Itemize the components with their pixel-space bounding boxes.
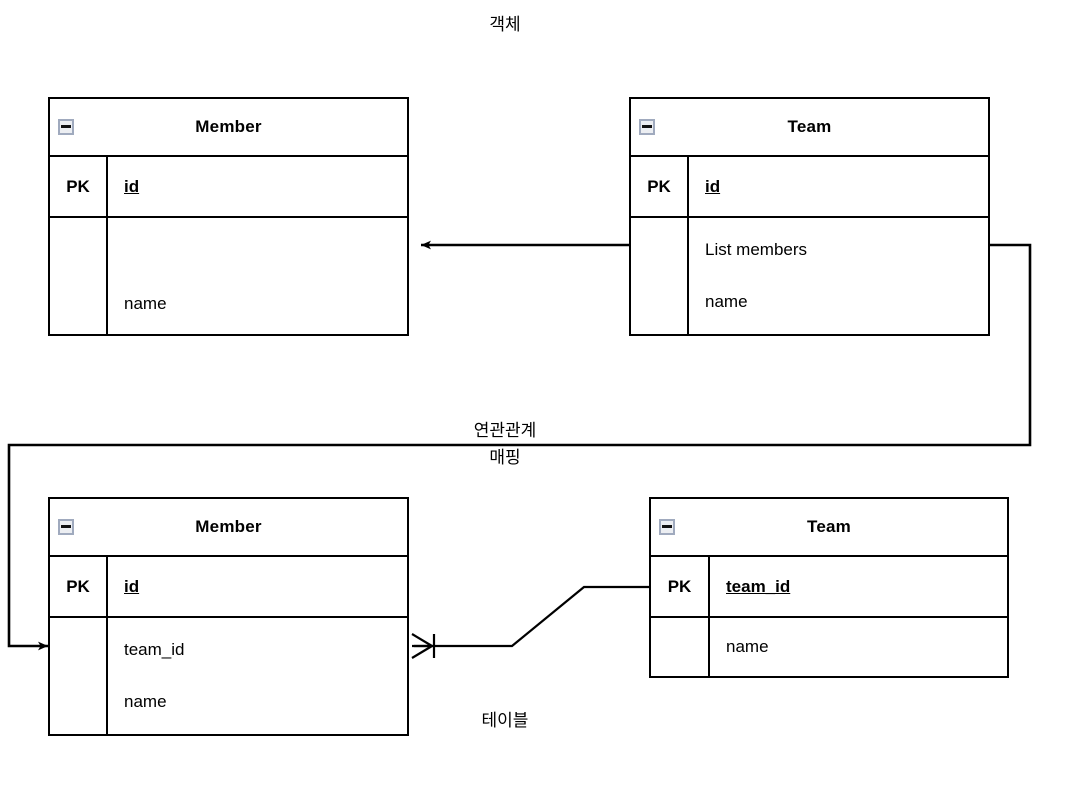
attribute-item: name — [705, 292, 748, 311]
entity-attributes-row: name — [651, 618, 1007, 676]
entity-header: Team — [631, 99, 988, 157]
entity-key-blank — [50, 618, 108, 734]
attribute-item: List members — [705, 240, 808, 259]
entity-key-attr-cell: id — [689, 157, 988, 216]
minus-square-icon[interactable] — [659, 519, 675, 535]
attribute-item: name — [124, 692, 167, 711]
entity-key-row: PK id — [50, 557, 407, 618]
entity-attributes-row: name — [50, 218, 407, 334]
attribute-item: name — [726, 637, 769, 656]
entity-key-row: PK id — [50, 157, 407, 218]
entity-key-attr-cell: team_id — [710, 557, 1007, 616]
entity-key-label: PK — [50, 557, 108, 616]
entity-object-team[interactable]: Team PK id List members name — [629, 97, 990, 336]
entity-attributes-row: List members name — [631, 218, 988, 334]
entity-attribute-cell: name — [108, 218, 407, 334]
entity-key-blank — [50, 218, 108, 334]
entity-key-blank — [631, 218, 689, 334]
minus-square-icon[interactable] — [58, 519, 74, 535]
entity-key-attr-cell: id — [108, 557, 407, 616]
entity-title: Team — [807, 517, 851, 536]
caption-association-mapping-line2: 매핑 — [489, 448, 521, 468]
attribute-item: name — [124, 294, 167, 313]
connector-member-to-team-foreign-key — [411, 585, 649, 659]
entity-attribute-cell: team_id name — [108, 618, 407, 734]
attribute-item: team_id — [124, 640, 185, 659]
entity-object-member[interactable]: Member PK id name — [48, 97, 409, 336]
minus-square-icon[interactable] — [639, 119, 655, 135]
entity-key-label: PK — [651, 557, 710, 616]
entity-table-member[interactable]: Member PK id team_id name — [48, 497, 409, 736]
entity-title: Team — [787, 117, 832, 136]
entity-table-team[interactable]: Team PK team_id name — [649, 497, 1009, 678]
entity-header: Member — [50, 99, 407, 157]
entity-key-row: PK team_id — [651, 557, 1007, 618]
entity-key-row: PK id — [631, 157, 988, 218]
entity-attributes-row: team_id name — [50, 618, 407, 734]
caption-object: 객체 — [489, 15, 521, 35]
attribute-primary-key: id — [124, 176, 140, 196]
attribute-primary-key: team_id — [726, 576, 791, 596]
entity-header: Member — [50, 499, 407, 557]
entity-attribute-cell: name — [710, 618, 1007, 676]
entity-attribute-cell: List members name — [689, 218, 988, 334]
entity-title: Member — [195, 517, 262, 536]
attribute-primary-key: id — [705, 176, 721, 196]
entity-key-label: PK — [50, 157, 108, 216]
entity-key-label: PK — [631, 157, 689, 216]
minus-square-icon[interactable] — [58, 119, 74, 135]
caption-table: 테이블 — [481, 711, 529, 731]
caption-association-mapping-line1: 연관관계 — [473, 421, 537, 441]
entity-key-attr-cell: id — [108, 157, 407, 216]
entity-header: Team — [651, 499, 1007, 557]
entity-title: Member — [195, 117, 262, 136]
entity-key-blank — [651, 618, 710, 676]
attribute-primary-key: id — [124, 576, 140, 596]
